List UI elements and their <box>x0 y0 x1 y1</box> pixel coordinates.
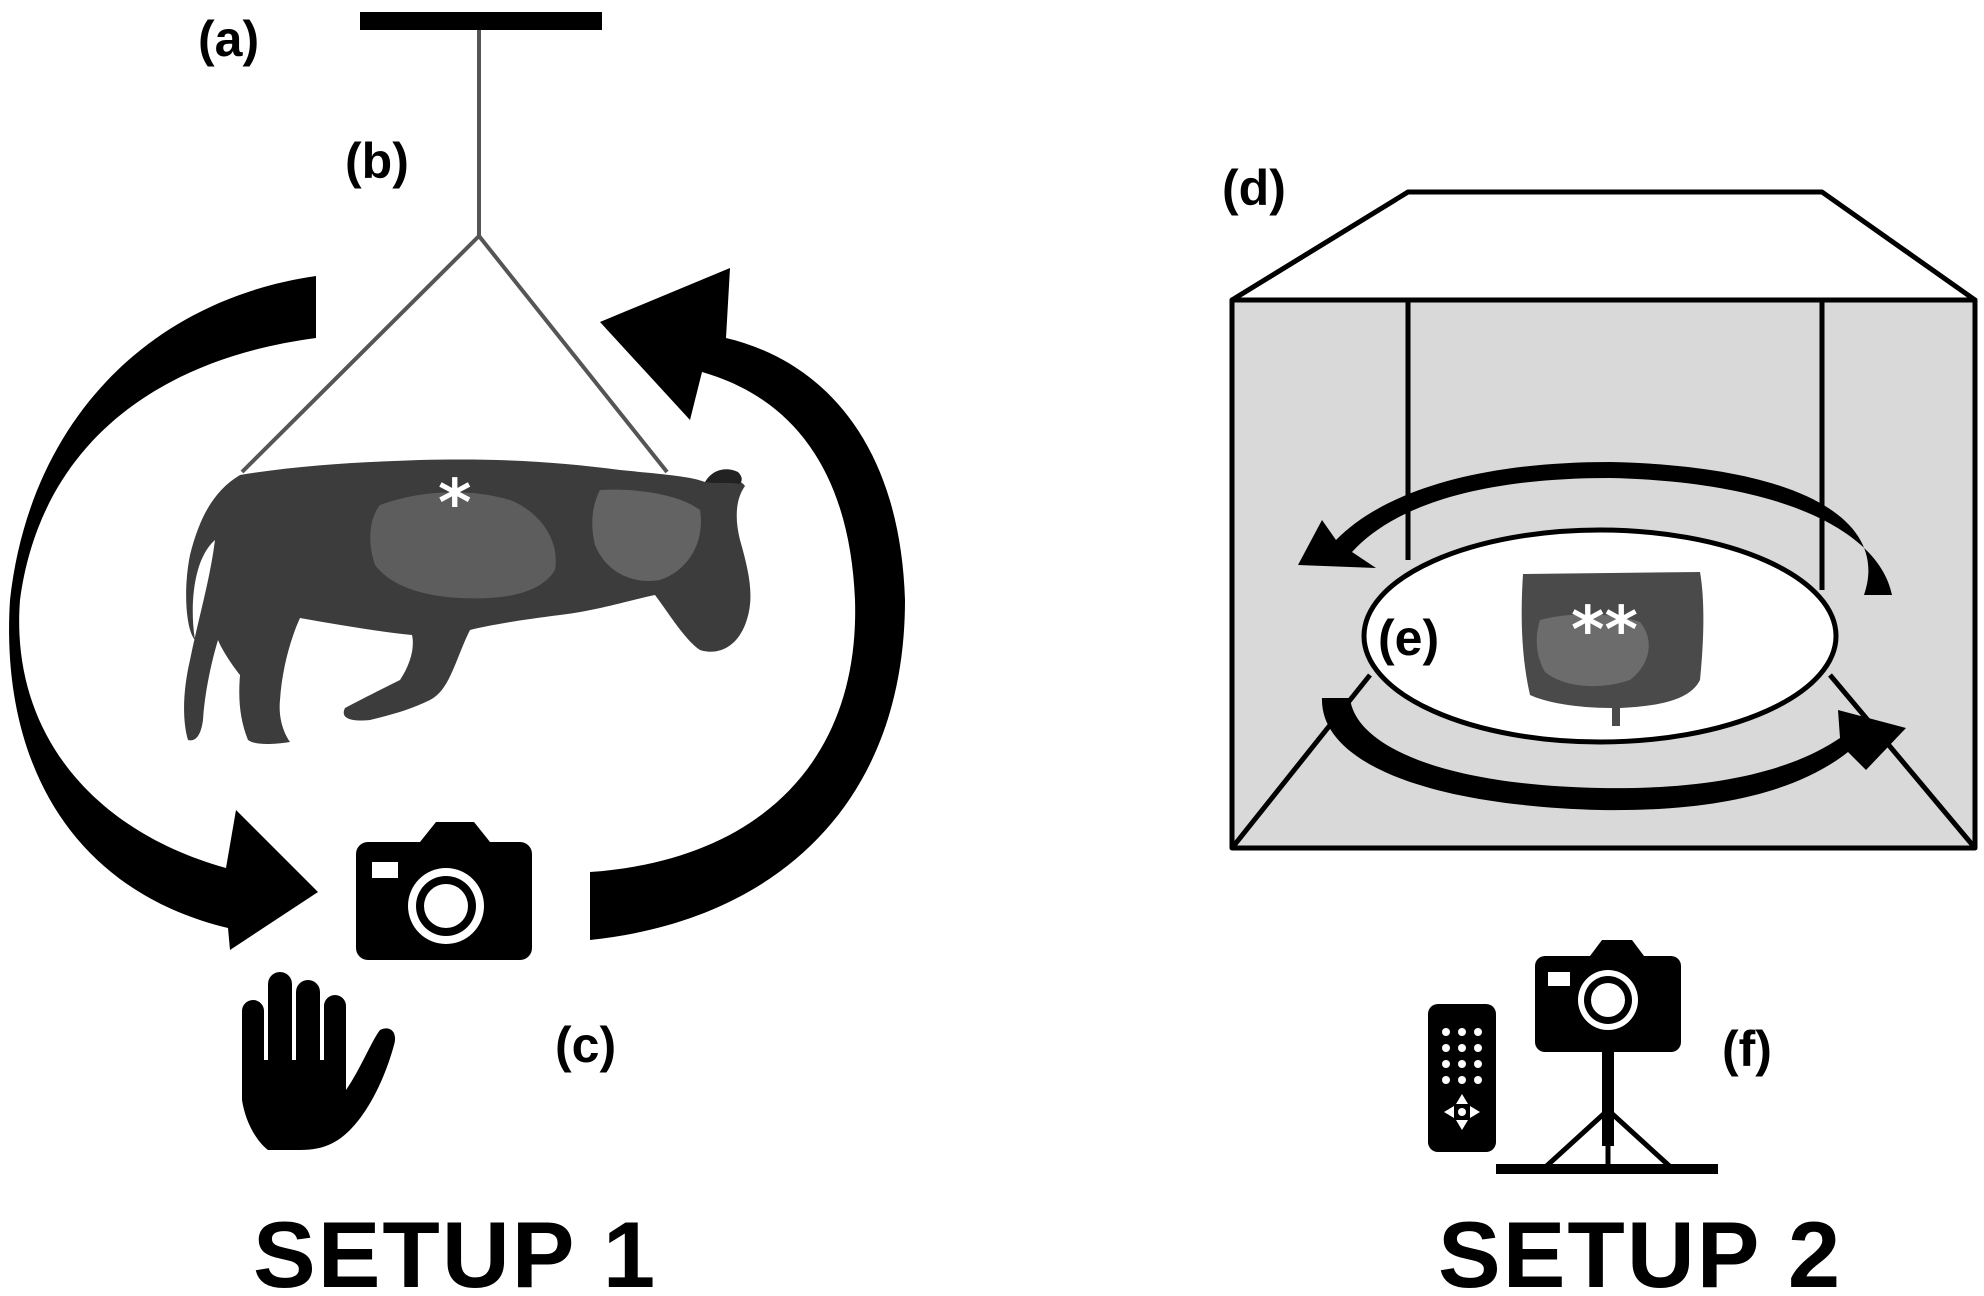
camera-icon <box>356 822 532 960</box>
setup-2: ** <box>1222 160 1978 1296</box>
label-b: (b) <box>345 133 409 189</box>
label-f: (f) <box>1722 1021 1772 1077</box>
setup-2-title: SETUP 2 <box>1438 1202 1842 1296</box>
remote-control-icon <box>1428 1004 1496 1152</box>
hand-icon <box>242 972 396 1150</box>
marker-asterisk: * <box>438 467 471 541</box>
ceiling-bar <box>360 12 602 30</box>
rotation-arrow-icon <box>1298 462 1906 811</box>
animal-silhouette: * <box>184 459 751 745</box>
setup-1-title: SETUP 1 <box>253 1202 657 1296</box>
label-d: (d) <box>1222 160 1286 216</box>
rotation-arrow-icon <box>9 268 905 950</box>
label-e: (e) <box>1378 610 1439 666</box>
setup-1: * (a) (b) (c) SETUP 1 <box>9 11 905 1296</box>
camera-on-tripod-icon <box>1496 940 1718 1174</box>
label-a: (a) <box>198 11 259 67</box>
specimen-photo: ** <box>1521 572 1704 726</box>
label-c: (c) <box>555 1017 616 1073</box>
suspension-rope <box>240 30 669 474</box>
marker-double-asterisk: ** <box>1571 594 1638 668</box>
